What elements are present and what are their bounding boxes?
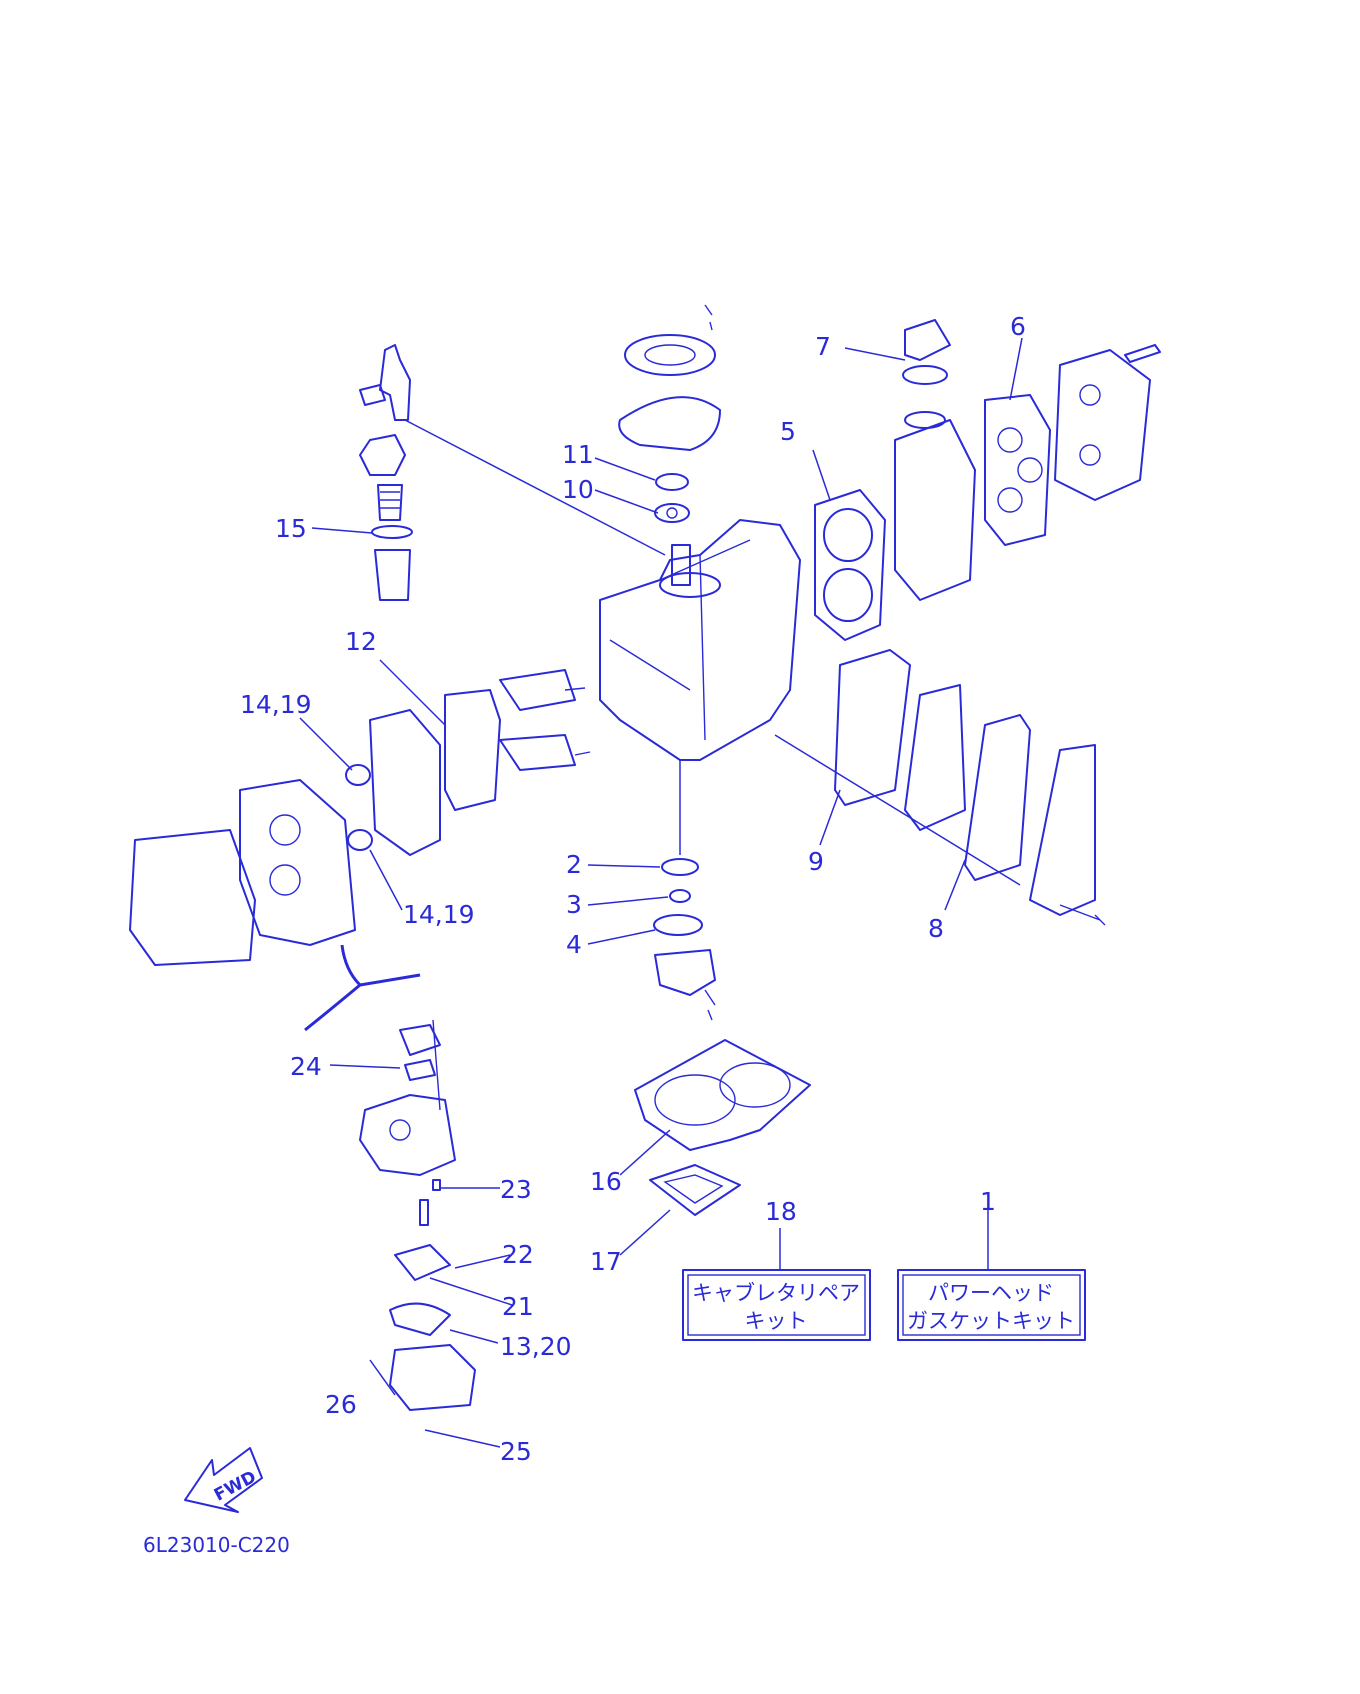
cylinder-head <box>894 319 976 601</box>
callout-6: 6 <box>1010 312 1026 341</box>
callout-11: 11 <box>562 440 594 469</box>
callout-14-19-upper: 14,19 <box>240 690 312 719</box>
carburetor-body <box>129 764 373 966</box>
gasket-16 <box>634 1039 811 1151</box>
callout-24: 24 <box>290 1052 322 1081</box>
callout-2: 2 <box>566 850 582 879</box>
head-cover <box>1054 344 1161 501</box>
fuel-pump-assembly <box>359 344 666 601</box>
callout-9: 9 <box>808 847 824 876</box>
power-head-gasket-kit-line2: ガスケットキット <box>907 1309 1075 1333</box>
cylinder-block <box>599 519 801 855</box>
power-head-gasket-kit-line1: パワーヘッド <box>928 1281 1054 1305</box>
callout-12: 12 <box>345 627 377 656</box>
callout-21: 21 <box>502 1292 534 1321</box>
callout-18: 18 <box>765 1197 797 1226</box>
carb-repair-kit-line1: キャブレタリペア <box>692 1281 860 1305</box>
callout-3: 3 <box>566 890 582 919</box>
drawing-code: 6L23010-C220 <box>143 1533 290 1557</box>
carb-repair-kit-box: キャブレタリペア キット <box>682 1269 871 1341</box>
head-cover-gasket <box>984 394 1051 546</box>
cylinder-head-gasket <box>814 489 886 641</box>
callout-labels: 1 2 3 4 5 6 7 8 9 10 11 12 13,20 14,19 1… <box>240 312 1026 1466</box>
carb-repair-kit-line2: キット <box>745 1309 808 1333</box>
carburetor-breakdown <box>359 1019 476 1411</box>
callout-15: 15 <box>275 514 307 543</box>
callout-17: 17 <box>590 1247 622 1276</box>
callout-13-20: 13,20 <box>500 1332 572 1361</box>
intake-manifold <box>369 669 591 856</box>
callout-22: 22 <box>502 1240 534 1269</box>
upper-housing <box>618 304 721 523</box>
exhaust-cover-set <box>774 649 1106 926</box>
fwd-arrow-icon: FWD <box>184 1447 263 1513</box>
callout-7: 7 <box>815 332 831 361</box>
callout-10: 10 <box>562 475 594 504</box>
power-head-gasket-kit-box: パワーヘッド ガスケットキット <box>897 1269 1086 1341</box>
callout-16: 16 <box>590 1167 622 1196</box>
callout-4: 4 <box>566 930 582 959</box>
callout-1: 1 <box>980 1187 996 1216</box>
callout-5: 5 <box>780 417 796 446</box>
leader-lines <box>299 337 1023 1448</box>
callout-14-19-lower: 14,19 <box>403 900 475 929</box>
callout-25: 25 <box>500 1437 532 1466</box>
lower-bearing-parts <box>653 858 716 1021</box>
callout-26: 26 <box>325 1390 357 1419</box>
callout-23: 23 <box>500 1175 532 1204</box>
gasket-17 <box>649 1164 741 1216</box>
callout-8: 8 <box>928 914 944 943</box>
